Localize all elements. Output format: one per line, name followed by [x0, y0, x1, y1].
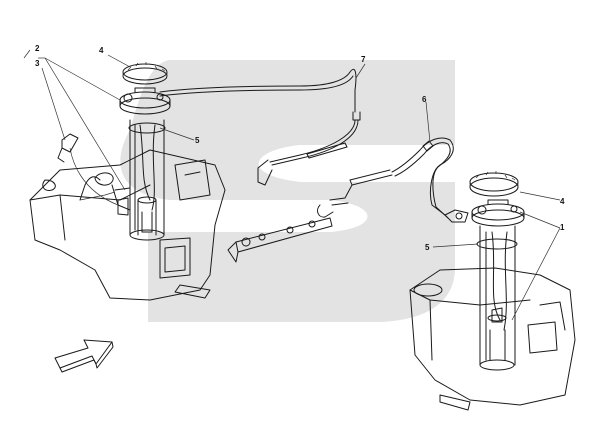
callout-5-right: 5: [425, 243, 430, 252]
leader-lines: [23, 49, 561, 321]
callout-7: 7: [361, 55, 366, 64]
electrical-connector: [57, 133, 79, 163]
fuel-hoses: [159, 68, 469, 263]
callout-5-left: 5: [195, 136, 200, 145]
watermark-logo: [120, 60, 456, 322]
callout-6: 6: [422, 95, 427, 104]
callout-4-right: 4: [560, 197, 565, 206]
direction-arrow-icon: [54, 339, 114, 373]
callout-4-left: 4: [99, 46, 104, 55]
callout-1: 1: [560, 223, 565, 232]
right-fuel-pump-module: [469, 171, 525, 371]
callout-labels: 2 3 4 5 7 6 4 5 1: [35, 44, 565, 252]
callout-2: 2: [35, 44, 40, 53]
callout-3: 3: [35, 59, 40, 68]
left-fuel-pump-module: [69, 62, 171, 241]
